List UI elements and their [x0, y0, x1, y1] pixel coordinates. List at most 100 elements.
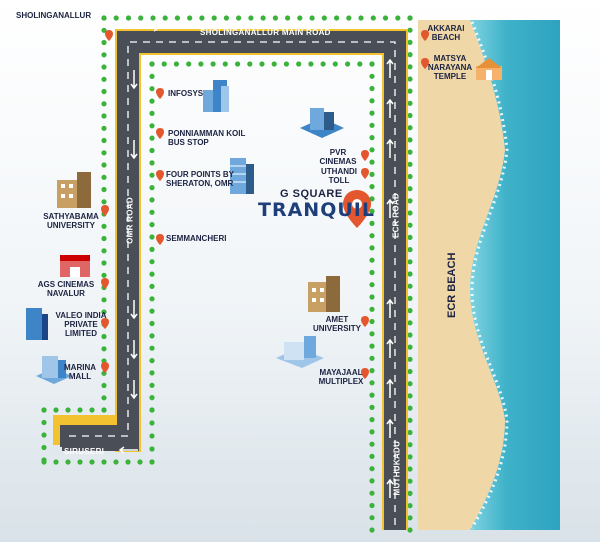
sathyabama-building-icon [57, 172, 91, 208]
tree-dot [407, 64, 413, 70]
amet-building-icon [308, 276, 340, 312]
tree-dot [369, 417, 375, 423]
tree-dot [125, 459, 131, 465]
tree-dot [407, 27, 413, 33]
tree-dot [149, 395, 155, 401]
tree-dot [407, 259, 413, 265]
tree-dot [369, 233, 375, 239]
tree-dot [101, 64, 107, 70]
tree-dot [407, 442, 413, 448]
beach-label: ECR BEACH [446, 252, 458, 318]
tree-dot [369, 98, 375, 104]
location-pin-icon [361, 168, 369, 179]
road-label-ecr: ECR ROAD [391, 192, 401, 239]
tree-dot [358, 15, 364, 21]
tree-dot [137, 459, 143, 465]
tree-dot [149, 61, 155, 67]
brand-line2: TRANQUIL [258, 199, 375, 221]
tree-dot [407, 76, 413, 82]
tree-dot [259, 61, 265, 67]
tree-dot [407, 210, 413, 216]
tree-dot [320, 61, 326, 67]
tree-dot [161, 61, 167, 67]
label-amet-university: AMET UNIVERSITY [312, 315, 361, 333]
tree-dot [407, 283, 413, 289]
tree-dot [149, 308, 155, 314]
tree-dot [101, 309, 107, 315]
mayajaal-building-icon [276, 336, 324, 368]
location-pin-icon [361, 150, 369, 161]
road-label-omr: OMR ROAD [125, 197, 135, 244]
tree-dot [283, 61, 289, 67]
tree-dot [369, 404, 375, 410]
label-pvr-cinemas: PVR CINEMAS [319, 148, 357, 166]
tree-dot [41, 419, 47, 426]
tree-dot [369, 392, 375, 398]
tree-dot [174, 15, 180, 21]
tree-dot [369, 220, 375, 226]
tree-dot [407, 320, 413, 326]
tree-dot [369, 527, 375, 533]
tree-dot [149, 98, 155, 104]
label-ponniamman-koil: PONNIAMMAN KOIL BUS STOP [168, 129, 246, 147]
location-pin-icon [101, 318, 109, 329]
direction-arrow [386, 478, 394, 498]
tree-dot [101, 223, 107, 229]
tree-dot [407, 100, 413, 106]
tree-dot [369, 380, 375, 386]
tree-dot [345, 61, 351, 67]
tree-dot [369, 122, 375, 128]
tree-dot [369, 171, 375, 177]
location-pin-icon [105, 30, 113, 41]
direction-arrow [130, 300, 138, 320]
tree-dot [395, 15, 401, 21]
tree-dot [101, 407, 107, 413]
tree-dot [236, 15, 242, 21]
tree-dot [407, 527, 413, 533]
tree-dot [369, 331, 375, 337]
tree-dot [297, 15, 303, 21]
tree-dot [211, 15, 217, 21]
tree-dot [407, 417, 413, 423]
tree-dot [407, 405, 413, 411]
tree-dot [101, 297, 107, 303]
tree-dot [407, 295, 413, 301]
tree-dot [101, 333, 107, 340]
tree-dot [149, 283, 155, 289]
tree-dot [369, 318, 375, 325]
tree-dot [101, 113, 107, 119]
tree-dot [149, 73, 155, 79]
tree-dot [369, 282, 375, 288]
tree-dot [369, 147, 375, 153]
tree-dot [101, 459, 107, 465]
tree-dot [309, 15, 315, 21]
tree-dot [407, 466, 413, 472]
road-label-sholinganallur-main: SHOLINGANALLUR MAIN ROAD [200, 28, 331, 37]
tree-dot [149, 135, 155, 141]
tree-dot [65, 407, 71, 413]
tree-dot [407, 39, 413, 46]
tree-dot [407, 173, 413, 180]
tree-dot [222, 61, 228, 67]
tree-dot [369, 478, 375, 484]
tree-dot [369, 208, 375, 214]
label-marina-mall: MARINA MALL [64, 363, 96, 381]
marina-building-icon [36, 356, 72, 384]
direction-arrow [386, 418, 394, 438]
tree-dot [407, 247, 413, 253]
location-pin-icon [101, 362, 109, 373]
tree-dot [369, 110, 375, 116]
tree-dot [369, 196, 375, 202]
tree-dot [125, 15, 132, 21]
direction-arrow [118, 446, 138, 454]
tree-dot [382, 15, 389, 21]
pvr-building-icon [300, 108, 344, 138]
tree-dot [369, 502, 375, 509]
tree-dot [369, 257, 375, 263]
direction-arrows [118, 24, 394, 498]
tree-dot [199, 15, 205, 21]
tree-dot [369, 245, 375, 251]
tree-dot [138, 15, 144, 21]
shoreline [470, 21, 509, 529]
